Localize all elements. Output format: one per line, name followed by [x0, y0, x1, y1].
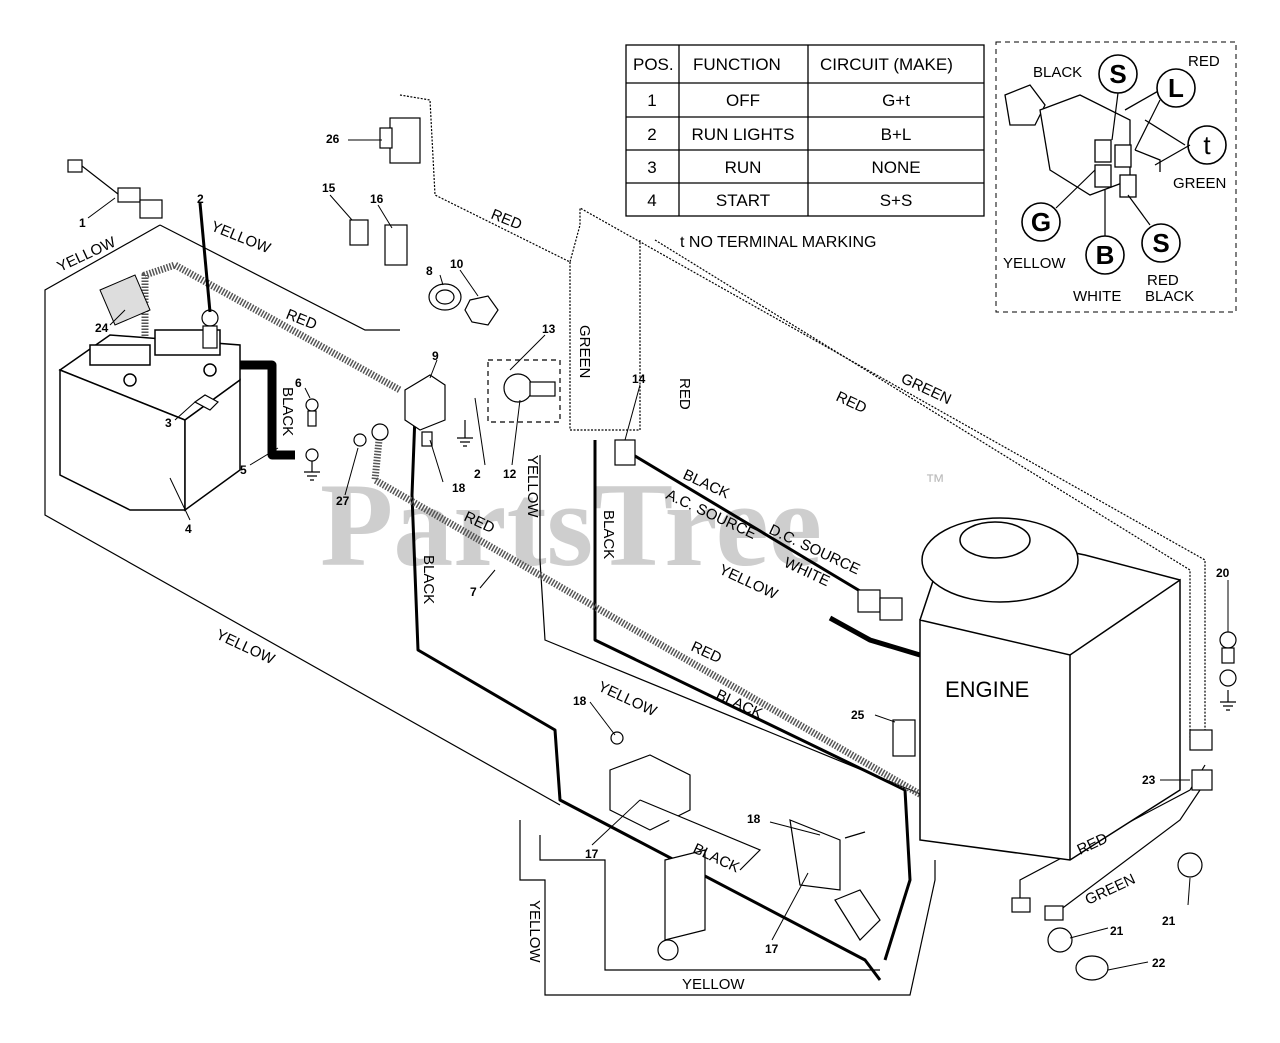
watermark-trademark: ™: [925, 471, 945, 493]
part-number-25: 25: [851, 708, 865, 722]
part-number-5: 5: [240, 463, 247, 477]
part-number-16: 16: [370, 192, 384, 206]
part-number-13: 13: [542, 322, 556, 336]
table-cell: 3: [647, 158, 656, 177]
table-cell: RUN LIGHTS: [692, 125, 795, 144]
key-label-red-black: RED: [1147, 272, 1179, 289]
key-label-white: WHITE: [1073, 288, 1121, 305]
wire-label-yellow: YELLOW: [209, 218, 274, 257]
part-number-23: 23: [1142, 773, 1156, 787]
part-number-1: 1: [79, 216, 86, 230]
part-number-22: 22: [1152, 956, 1166, 970]
watermark: PartsTree: [320, 458, 822, 591]
wire-label-red: RED: [676, 378, 693, 410]
key-label-yellow: YELLOW: [1003, 255, 1066, 272]
circuit-table: POS. FUNCTION CIRCUIT (MAKE) 1 OFF G+t 2…: [625, 44, 985, 251]
part-callouts: [87, 139, 1229, 971]
terminal-t: t: [1203, 130, 1211, 160]
terminal-l: L: [1168, 73, 1184, 103]
part-number-17b: 17: [765, 942, 779, 956]
engine: [919, 517, 1181, 861]
table-note: t NO TERMINAL MARKING: [680, 234, 876, 251]
table-header-pos: POS.: [633, 55, 674, 74]
part-number-6: 6: [295, 376, 302, 390]
engine-label: ENGINE: [945, 677, 1029, 702]
part-number-24: 24: [95, 321, 109, 335]
table-header-function: FUNCTION: [693, 55, 781, 74]
terminal-s-bottom: S: [1152, 228, 1169, 258]
part-number-21b: 21: [1110, 924, 1124, 938]
table-cell: NONE: [871, 158, 920, 177]
key-label-green: GREEN: [1173, 175, 1226, 192]
part-number-20: 20: [1216, 566, 1230, 580]
part-number-7: 7: [470, 585, 477, 599]
wire-label-yellow: YELLOW: [524, 455, 541, 518]
wire-label-yellow: YELLOW: [526, 900, 543, 963]
part-number-9: 9: [432, 349, 439, 363]
wire-label-green: GREEN: [1083, 871, 1139, 909]
table-cell: 2: [647, 125, 656, 144]
part-number-4: 4: [185, 522, 192, 536]
table-cell: S+S: [880, 191, 913, 210]
key-label-red-black: BLACK: [1145, 288, 1194, 305]
table-cell: 4: [647, 191, 656, 210]
wire-label-yellow: YELLOW: [595, 678, 660, 720]
table-cell: B+L: [881, 125, 912, 144]
terminal-s-top: S: [1109, 59, 1126, 89]
battery-cover: [99, 274, 151, 326]
key-switch-inset: S L t G B S BLACK RED GREEN YELLOW WHITE…: [995, 41, 1237, 313]
part-number-18b: 18: [573, 694, 587, 708]
part-number-3: 3: [165, 416, 172, 430]
wire-label-black: BLACK: [279, 387, 296, 436]
table-cell: OFF: [726, 91, 760, 110]
table-cell: 1: [647, 91, 656, 110]
table-header-circuit: CIRCUIT (MAKE): [820, 55, 953, 74]
black-wires: [240, 360, 912, 981]
battery: [58, 329, 241, 512]
key-icon: [1004, 84, 1046, 126]
wire-label-red: RED: [489, 206, 525, 234]
part-numbers: 1 2 3 4 5 6 7 8 9 10 2 12 13 14 15 16 26…: [79, 132, 1230, 970]
wire-label-yellow: YELLOW: [682, 976, 745, 993]
table-cell: START: [716, 191, 770, 210]
part-number-2: 2: [197, 192, 204, 206]
part-number-14: 14: [632, 372, 646, 386]
part-number-2b: 2: [474, 467, 481, 481]
wire-label-black: BLACK: [600, 510, 617, 559]
ground-symbols: [304, 420, 1236, 711]
key-label-black: BLACK: [1033, 64, 1082, 81]
terminal-g: G: [1031, 207, 1051, 237]
part-number-10: 10: [450, 257, 464, 271]
part-number-18c: 18: [747, 812, 761, 826]
key-label-red: RED: [1188, 53, 1220, 70]
wire-label-yellow: YELLOW: [213, 626, 278, 668]
wire-label-red: RED: [833, 388, 869, 417]
part-number-21: 21: [1162, 914, 1176, 928]
part-number-27: 27: [336, 494, 350, 508]
part-number-18: 18: [452, 481, 466, 495]
part-number-8: 8: [426, 264, 433, 278]
part-number-15: 15: [322, 181, 336, 195]
wire-label-black: BLACK: [420, 555, 437, 604]
table-cell: RUN: [725, 158, 762, 177]
part-number-26: 26: [326, 132, 340, 146]
part-number-12: 12: [503, 467, 517, 481]
terminal-b: B: [1096, 240, 1115, 270]
wire-label-yellow: YELLOW: [55, 233, 120, 275]
wire-label-green: GREEN: [576, 325, 593, 378]
table-cell: G+t: [882, 91, 910, 110]
hardware-parts: [67, 117, 1237, 981]
part-number-17: 17: [585, 847, 599, 861]
